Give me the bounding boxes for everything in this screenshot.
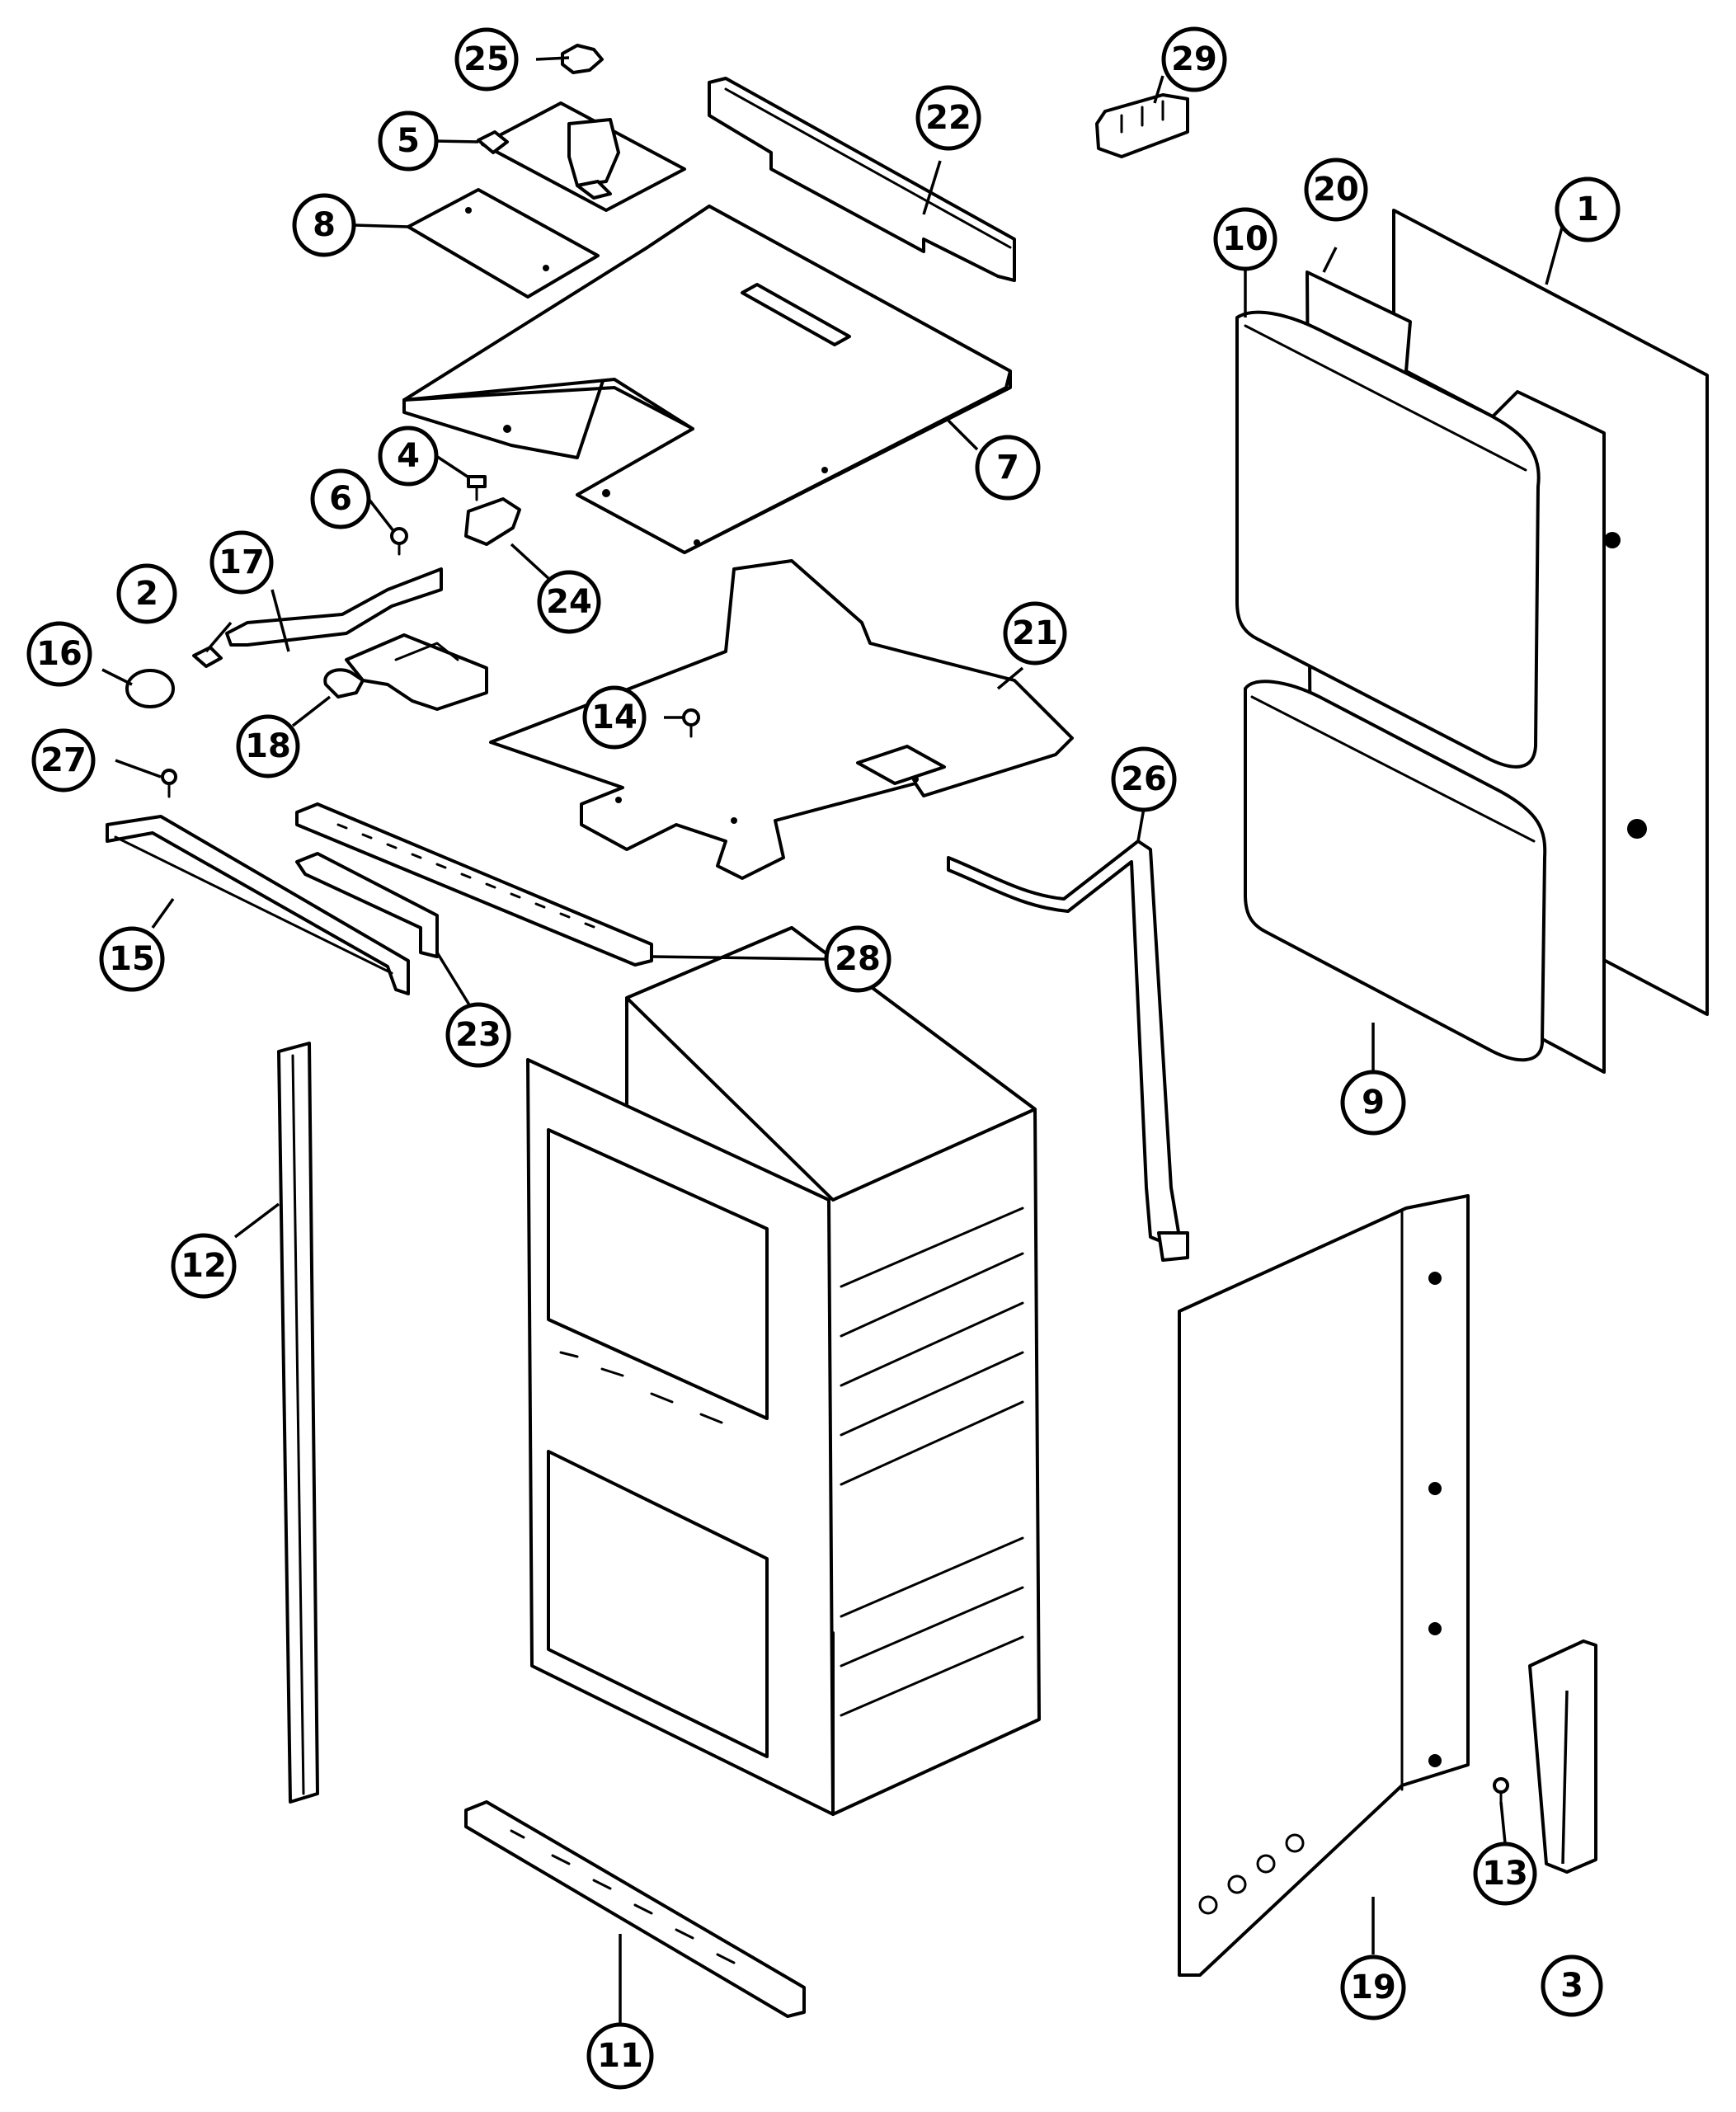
part-latch-assembly: [323, 633, 488, 711]
callout-label: 26: [1121, 760, 1167, 798]
callout-28: 28: [824, 925, 892, 993]
callout-27: 27: [31, 728, 96, 793]
callout-17: 17: [209, 530, 274, 595]
part-clip: [561, 44, 604, 74]
callout-7: 7: [975, 435, 1041, 501]
callout-label: 7: [996, 449, 1019, 487]
callout-label: 20: [1313, 171, 1359, 209]
callout-label: 8: [313, 206, 336, 244]
callout-2: 2: [116, 563, 177, 624]
callout-label: 18: [245, 727, 291, 765]
callout-label: 25: [463, 40, 510, 78]
callout-label: 1: [1576, 191, 1599, 228]
callout-22: 22: [915, 85, 981, 151]
callout-19: 19: [1340, 1954, 1406, 2020]
callout-14: 14: [582, 685, 647, 750]
part-small-plate: [407, 188, 600, 299]
part-lower-insulation-pad: [1244, 680, 1547, 1062]
callout-20: 20: [1304, 158, 1368, 222]
callout-11: 11: [586, 2022, 654, 2090]
part-top-rail: [708, 77, 1016, 282]
callout-21: 21: [1003, 601, 1067, 666]
part-upper-insulation-pad: [1235, 310, 1541, 769]
part-knob: [125, 669, 175, 708]
callout-label: 29: [1171, 40, 1217, 78]
callout-25: 25: [454, 27, 519, 92]
callout-24: 24: [537, 570, 601, 634]
part-hinge-bracket: [1528, 1639, 1597, 1874]
callout-label: 14: [591, 699, 637, 736]
callout-label: 23: [455, 1016, 501, 1054]
callout-label: 15: [109, 940, 155, 978]
part-bottom-rail: [464, 1800, 806, 2018]
part-tube: [947, 840, 1189, 1262]
callout-15: 15: [99, 926, 165, 992]
callout-label: 28: [835, 940, 881, 978]
part-top-panel: [402, 205, 1012, 554]
callout-4: 4: [378, 426, 439, 487]
part-middle-panel: [489, 559, 1074, 880]
part-screw-13: [1493, 1777, 1509, 1806]
callout-label: 21: [1012, 614, 1058, 652]
callout-26: 26: [1111, 746, 1177, 812]
callout-label: 11: [597, 2037, 643, 2075]
callout-1: 1: [1555, 176, 1621, 242]
callout-18: 18: [236, 714, 300, 778]
callout-label: 6: [329, 480, 352, 518]
callout-label: 27: [40, 741, 87, 779]
callout-group: 1 2 3 4 5 6 7 8 9 10 11 12 13 14 15 16 1…: [26, 26, 1621, 2090]
callout-label: 13: [1482, 1855, 1528, 1893]
part-clip-2: [192, 646, 223, 668]
callout-23: 23: [445, 1002, 511, 1068]
part-slotted-rail: [295, 802, 653, 967]
part-angle-strip: [295, 852, 439, 958]
part-terminal-block: [1095, 93, 1189, 158]
part-screw-4: [467, 475, 487, 501]
callout-16: 16: [26, 621, 92, 687]
callout-label: 3: [1560, 1967, 1583, 2005]
part-side-trim: [277, 1042, 319, 1804]
callout-label: 12: [181, 1247, 227, 1285]
part-bracket: [477, 101, 686, 212]
part-side-panel: [1178, 1194, 1470, 1977]
callout-3: 3: [1541, 1954, 1603, 2017]
callout-label: 17: [219, 543, 265, 581]
callout-label: 2: [135, 575, 158, 613]
callout-label: 10: [1222, 220, 1268, 258]
callout-13: 13: [1473, 1842, 1537, 1906]
callout-9: 9: [1340, 1070, 1406, 1136]
callout-10: 10: [1213, 207, 1277, 271]
callout-label: 16: [36, 635, 82, 673]
callout-label: 5: [397, 122, 420, 160]
leader-lines: [101, 56, 1569, 2025]
part-front-trim: [106, 815, 410, 995]
part-screw-27: [161, 769, 177, 798]
callout-label: 19: [1350, 1969, 1396, 2006]
callout-label: 22: [925, 99, 972, 137]
callout-label: 4: [397, 437, 420, 475]
oven-cavity: [526, 926, 1041, 1816]
callout-label: 24: [546, 583, 592, 621]
callout-label: 9: [1362, 1084, 1385, 1122]
part-latch-bracket: [464, 497, 521, 546]
callout-12: 12: [171, 1233, 237, 1299]
callout-5: 5: [378, 111, 439, 172]
callout-6: 6: [310, 468, 371, 529]
callout-29: 29: [1161, 26, 1227, 92]
callout-8: 8: [292, 193, 356, 257]
part-screw-6: [390, 527, 408, 556]
